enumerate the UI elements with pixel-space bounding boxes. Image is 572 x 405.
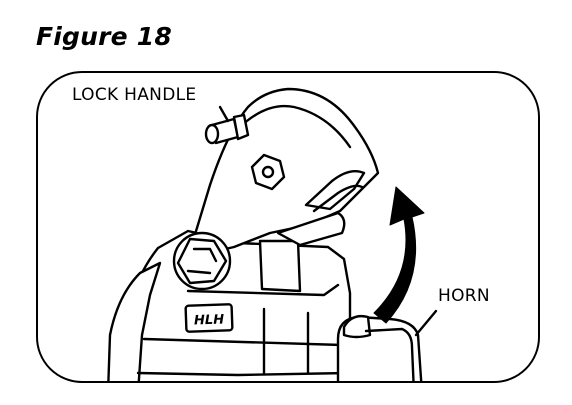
figure-title: Figure 18 (36, 22, 172, 51)
illustration-frame: HLH LOCK HANDLE HORN (36, 71, 540, 383)
horn-leader-line (414, 309, 438, 337)
pivot-post (258, 239, 302, 293)
lock-handle-end (204, 123, 220, 145)
pivot-bolt-face (186, 247, 218, 275)
curved-arrow-up-icon (373, 186, 425, 324)
base-lower-step (262, 307, 310, 375)
lock-handle-leader-line (218, 105, 230, 123)
lock-handle-collar (232, 113, 250, 141)
base-top-ridge (186, 283, 340, 297)
base-left-flange (107, 261, 162, 381)
base-bottom-edge (136, 371, 350, 377)
base-body (122, 229, 352, 381)
lock-top-contour (232, 104, 352, 149)
lock-slot-inner (312, 184, 364, 213)
hlh-plate-text: HLH (194, 312, 225, 328)
horn-label: HORN (438, 286, 490, 306)
upper-bolt-washer (261, 165, 275, 179)
hlh-plate (184, 303, 234, 333)
upper-hex-bolt (250, 153, 286, 191)
horn-tip (342, 314, 372, 339)
horn-inner-edge (364, 327, 415, 381)
lock-slot (304, 170, 366, 211)
lock-lip (276, 211, 346, 247)
coupling-illustration: HLH (107, 87, 438, 381)
lock-handle-label: LOCK HANDLE (72, 85, 197, 105)
